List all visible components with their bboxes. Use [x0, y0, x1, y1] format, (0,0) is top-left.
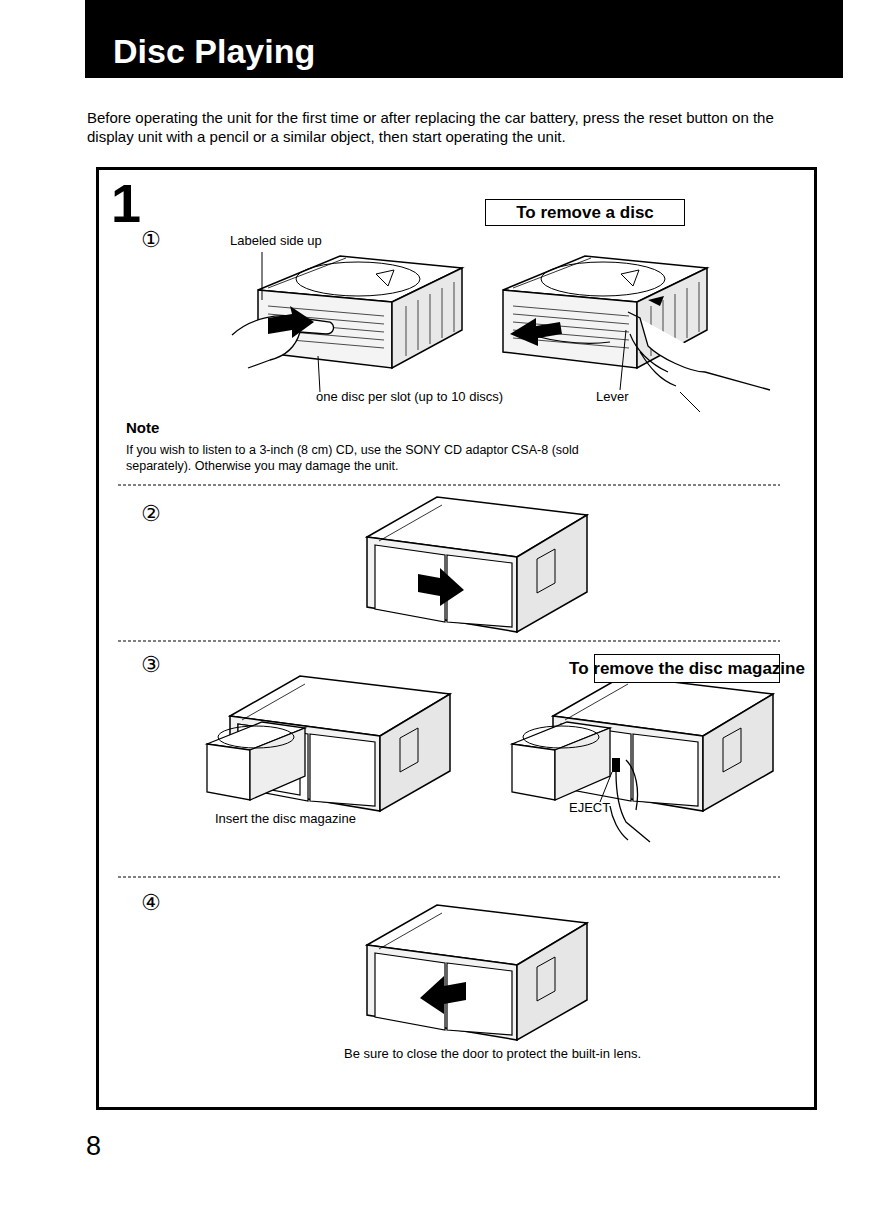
caution-text: Be sure to close the door to protect the… — [344, 1046, 641, 1062]
changer-unit — [367, 497, 587, 632]
heading-box: To remove a disc — [485, 199, 685, 226]
callout-number: ② — [141, 500, 161, 528]
title-band: Disc Playing — [85, 0, 843, 78]
section-heading: To remove a disc — [486, 200, 684, 225]
step-number: 1 — [111, 176, 141, 230]
door-arrow — [420, 976, 466, 1014]
leader-line — [620, 330, 626, 390]
changer-unit — [553, 676, 773, 811]
note-text: If you wish to listen to a 3-inch (8 cm)… — [126, 443, 616, 474]
hand — [610, 760, 650, 842]
hand — [628, 312, 770, 390]
changer-unit — [367, 905, 587, 1040]
leader-line — [600, 772, 612, 802]
note-heading: Note — [126, 419, 159, 438]
callout-number: ④ — [141, 889, 161, 917]
part-label: Insert the disc magazine — [215, 811, 356, 827]
section-heading: To remove the disc magazine — [595, 655, 779, 682]
separator — [118, 877, 780, 878]
part-label: Lever — [596, 389, 629, 405]
separator — [118, 641, 780, 642]
leader-line — [318, 356, 320, 392]
page-title: Disc Playing — [113, 30, 315, 73]
insert-arrow — [268, 306, 314, 338]
part-label: EJECT — [569, 800, 610, 816]
lever-arrow — [648, 296, 664, 306]
part-label: Labeled side up — [230, 233, 322, 249]
heading-box: To remove the disc magazine — [594, 654, 780, 683]
callout-number: ③ — [141, 651, 161, 679]
step-frame: 1 To remove a disc To remove the disc maga… — [96, 167, 817, 1110]
remove-arrow — [510, 318, 562, 346]
leader-line — [262, 252, 263, 300]
separator — [118, 485, 780, 486]
intro-text: Before operating the unit for the first … — [87, 109, 803, 147]
page-number: 8 — [86, 1130, 101, 1164]
door-arrow — [418, 568, 464, 606]
part-label: one disc per slot (up to 10 discs) — [316, 389, 503, 405]
eject-button — [612, 758, 620, 772]
callout-number: ① — [141, 226, 161, 254]
